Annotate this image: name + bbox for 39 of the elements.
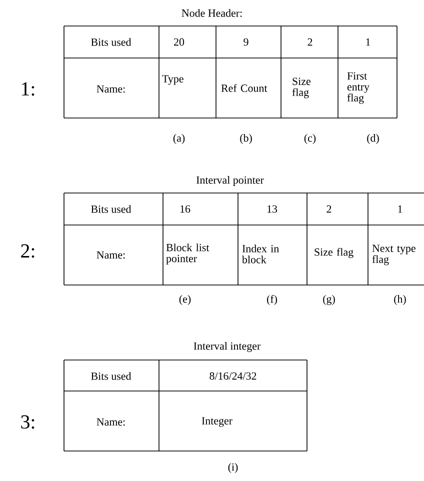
table-cell: First entry flag <box>347 72 370 104</box>
table-cell: 16 <box>180 205 190 213</box>
column-letter: (i) <box>228 463 238 473</box>
column-letter: (g) <box>323 295 335 305</box>
table-cell: 13 <box>268 205 278 213</box>
row-number: 3: <box>21 415 34 429</box>
table-cell: Ref Count <box>221 84 268 92</box>
table-cell: Index in block <box>242 244 279 264</box>
row-number: 2: <box>21 244 34 258</box>
table-title: Interval integer <box>194 342 261 352</box>
table-cell: Block list pointer <box>166 244 210 264</box>
table-cell: Bits used <box>91 38 132 46</box>
table-cell: Name: <box>96 85 125 93</box>
table-cell: 8/16/24/32 <box>210 372 256 380</box>
column-letter: (d) <box>367 134 379 144</box>
table-cell: Type <box>162 75 184 85</box>
column-letter: (b) <box>240 134 252 144</box>
column-letter: (h) <box>394 295 406 305</box>
row-number: 1: <box>22 82 34 96</box>
table-cell: 1 <box>366 38 370 46</box>
table-cell: Next type flag <box>372 244 416 266</box>
table-cell: 2 <box>326 205 332 213</box>
table-cell: Size flag <box>292 78 310 98</box>
column-letter: (f) <box>267 294 277 306</box>
column-letter: (a) <box>173 134 185 144</box>
table-cell: Name: <box>96 418 125 426</box>
table-cell: 1 <box>398 205 402 213</box>
table-cell: 9 <box>244 38 248 46</box>
table-title: Interval pointer <box>196 176 264 186</box>
table-cell: Bits used <box>91 205 132 213</box>
table-cell: Name: <box>96 251 125 259</box>
table-cell: Bits used <box>91 372 132 380</box>
table-cell: 2 <box>308 38 312 46</box>
column-letter: (c) <box>304 134 316 144</box>
table-cell: 20 <box>174 38 184 46</box>
table-cell: Size flag <box>314 248 354 258</box>
table-cell: Integer <box>202 417 232 427</box>
column-letter: (e) <box>179 295 191 305</box>
table-title: Node Header: <box>182 9 242 17</box>
